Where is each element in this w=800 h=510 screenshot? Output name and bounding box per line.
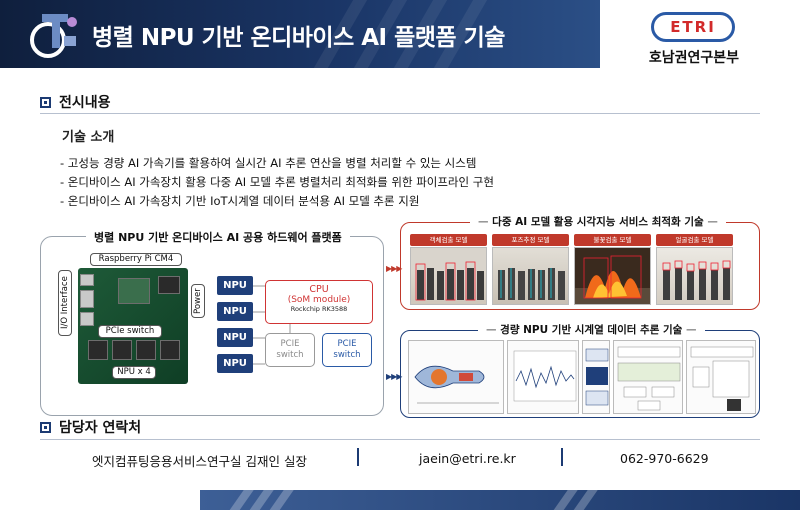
npu-block: NPU <box>217 276 253 295</box>
face-detection-image <box>656 247 733 305</box>
footer-banner <box>0 490 800 510</box>
section-exhibit-heading: 전시내용 <box>40 92 111 112</box>
intro-title: 기술 소개 <box>62 130 115 145</box>
model-label: 얼굴검출 모델 <box>656 234 733 246</box>
section-bullet-icon <box>40 422 51 433</box>
pipeline-diagram-image <box>613 340 683 414</box>
model-label: 불꽃검출 모델 <box>574 234 651 246</box>
model-icons-image <box>582 340 610 414</box>
io-interface-label: I/O Interface <box>58 270 72 336</box>
intro-bullet: - 고성능 경량 AI 가속기를 활용하여 실시간 AI 추론 연산을 병렬 처… <box>60 156 477 170</box>
timeseries-title: — 경량 NPU 기반 시계열 데이터 추론 기술 — <box>478 322 705 337</box>
page-title: 병렬 NPU 기반 온디바이스 AI 플랫폼 기술 <box>92 25 505 51</box>
npu-count-label: NPU x 4 <box>112 366 156 379</box>
header-banner: 병렬 NPU 기반 온디바이스 AI 플랫폼 기술 <box>0 0 600 68</box>
contact-separator <box>561 448 563 466</box>
fire-detection-image <box>574 247 651 305</box>
npu-block: NPU <box>217 302 253 321</box>
model-label: 객체검출 모델 <box>410 234 487 246</box>
contact-phone: 062-970-6629 <box>620 451 709 466</box>
section-divider <box>40 113 760 114</box>
object-detection-image <box>410 247 487 305</box>
contact-person: 엣지컴퓨팅응용서비스연구실 김재인 실장 <box>92 454 307 469</box>
architecture-diagram-image <box>686 340 756 414</box>
npu-block: NPU <box>217 328 253 347</box>
pcie-switch-label: PCIe switch <box>98 325 162 338</box>
org-name: 호남권연구본부 <box>648 50 740 66</box>
contact-separator <box>357 448 359 466</box>
section-contact-heading: 담당자 연락처 <box>40 417 141 437</box>
model-label: 포즈추정 모델 <box>492 234 569 246</box>
section-bullet-icon <box>40 97 51 108</box>
contact-email[interactable]: jaein@etri.re.kr <box>419 451 516 466</box>
engine-diagram-image <box>408 340 504 414</box>
exhibition-logo-icon <box>30 14 77 58</box>
signal-chart-image <box>507 340 579 414</box>
etri-logo: ETRI <box>651 12 735 42</box>
power-label: Power <box>191 284 205 318</box>
arrow-right-icon: ▶▶▶ <box>386 264 403 273</box>
hardware-platform-title: 병렬 NPU 기반 온디바이스 AI 공용 하드웨어 플랫폼 <box>86 229 350 245</box>
cpu-block: CPU (SoM module) Rockchip RK3588 <box>265 280 373 324</box>
section-divider <box>40 439 760 440</box>
npu-block: NPU <box>217 354 253 373</box>
board-label: Raspberry Pi CM4 <box>90 253 182 266</box>
connector-lines <box>253 285 291 365</box>
pose-estimation-image <box>492 247 569 305</box>
vision-service-title: — 다중 AI 모델 활용 시각지능 서비스 최적화 기술 — <box>470 214 726 229</box>
intro-bullet: - 온디바이스 AI 가속장치 기반 IoT시계열 데이터 분석용 AI 모델 … <box>60 194 420 208</box>
arrow-right-icon: ▶▶▶ <box>386 372 403 381</box>
intro-bullet: - 온디바이스 AI 가속장치 활용 다중 AI 모델 추론 병렬처리 최적화를… <box>60 175 494 189</box>
